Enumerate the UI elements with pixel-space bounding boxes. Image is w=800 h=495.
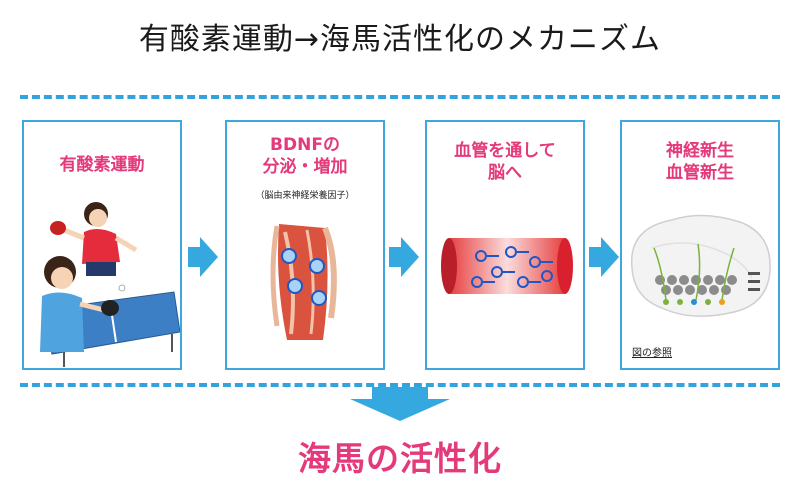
panel-title-bdnf-line1: BDNFの — [270, 135, 340, 155]
panel-title-vessel-line2: 脳へ — [488, 163, 522, 183]
panel-aerobic-exercise: 有酸素運動 — [22, 120, 182, 370]
panel-title-neuro-line2: 血管新生 — [666, 163, 734, 183]
right-arrow-icon — [389, 237, 419, 277]
result-label: 海馬の活性化 — [298, 439, 502, 478]
panel-bdnf: BDNFの 分泌・増加 （脳由来神経栄養因子） — [225, 120, 385, 370]
brain-neuron-illustration — [630, 214, 771, 317]
panel-blood-vessel: 血管を通して 脳へ — [425, 120, 585, 370]
top-dashed-divider — [20, 95, 780, 99]
blood-vessel-illustration — [441, 238, 573, 294]
right-arrow-icon — [589, 237, 619, 277]
page-title: 有酸素運動→海馬活性化のメカニズム — [138, 22, 662, 57]
panel-title-vessel-line1: 血管を通して — [454, 141, 556, 161]
panel-title-aerobic-exercise: 有酸素運動 — [59, 155, 145, 175]
down-arrow-icon — [350, 387, 450, 421]
panel-title-neuro-line1: 神経新生 — [666, 141, 734, 161]
panel-neurogenesis: 神経新生 血管新生 図の参照 — [620, 120, 780, 370]
panel-subtitle-bdnf: （脳由来神経栄養因子） — [255, 191, 355, 201]
table-tennis-illustration — [40, 202, 180, 367]
bottom-dashed-divider — [20, 383, 780, 387]
figure-reference-label: 図の参照 — [632, 348, 672, 359]
panel-title-bdnf-line2: 分泌・増加 — [262, 157, 348, 177]
right-arrow-icon — [188, 237, 218, 277]
muscle-illustration — [270, 224, 337, 340]
